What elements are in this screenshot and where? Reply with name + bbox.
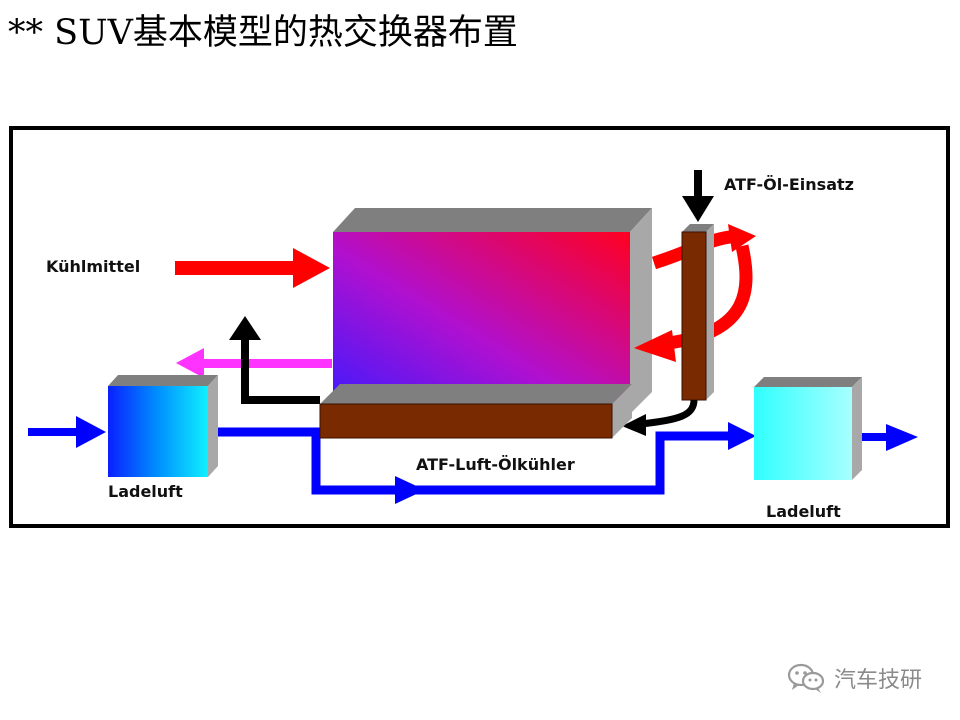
oil-return-arrow <box>176 348 332 378</box>
charge-air-inlet-arrow <box>28 416 106 448</box>
atf-oil-inlet-arrow <box>682 170 714 222</box>
label-charge-air-right: Ladeluft <box>766 502 841 521</box>
label-coolant: Kühlmittel <box>46 257 140 276</box>
oil-transfer-arrow <box>622 399 698 436</box>
watermark-text: 汽车技研 <box>834 668 923 693</box>
label-atf-oil-insert: ATF-Öl-Einsatz <box>724 175 854 194</box>
charge-air-line <box>205 422 756 504</box>
watermark: 汽车技研 <box>786 662 922 694</box>
atf-oil-insert-exchanger <box>681 224 714 401</box>
label-charge-air-left: Ladeluft <box>108 482 183 501</box>
radiator <box>333 208 652 414</box>
page-title: ** SUV基本模型的热交换器布置 <box>8 13 518 53</box>
charge-air-cooler-left <box>108 375 218 477</box>
charge-air-outlet-arrow <box>856 424 918 451</box>
atf-air-oil-cooler <box>319 384 632 439</box>
label-atf-air-oil-cooler: ATF-Luft-Ölkühler <box>416 455 575 474</box>
wechat-icon <box>787 663 825 693</box>
coolant-inlet-arrow <box>175 248 330 288</box>
oil-line-up-arrow <box>229 316 320 404</box>
charge-air-cooler-right <box>754 377 862 480</box>
